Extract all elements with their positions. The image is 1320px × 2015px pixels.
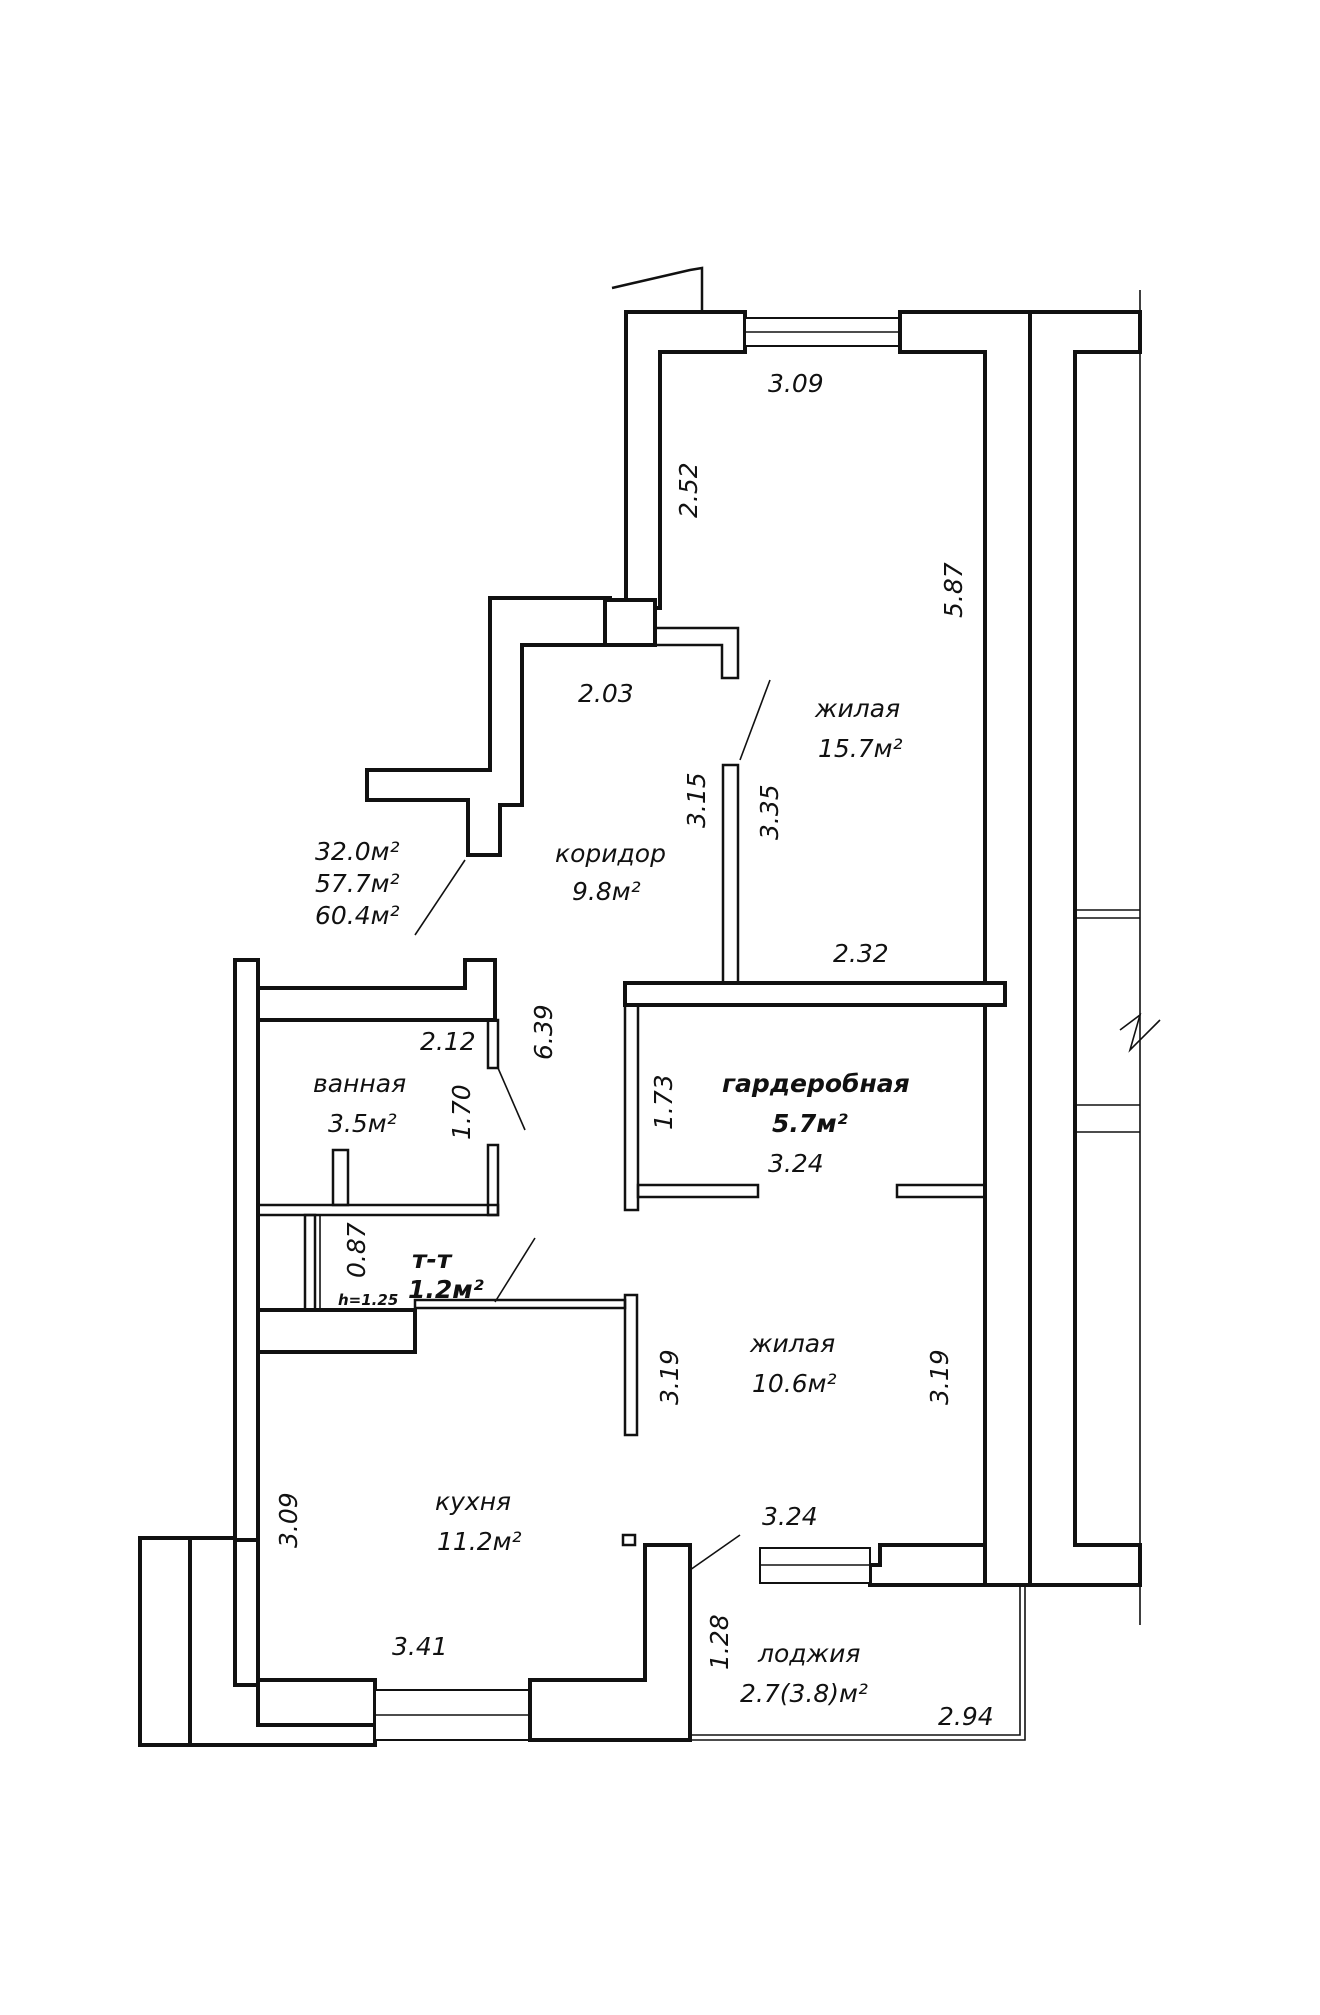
bathroom-name: ванная	[313, 1069, 406, 1098]
door-toilet	[494, 1237, 536, 1303]
bath-partition-stub	[331, 1148, 350, 1207]
kitchen-bottom-right-pier	[528, 1543, 692, 1742]
dim-corridor-side: 3.15	[682, 772, 711, 828]
kitchen-top-wall	[256, 1308, 417, 1354]
dim-kitchen-width: 3.41	[392, 1632, 448, 1661]
bath-top-wall	[256, 958, 497, 1022]
dimension-labels: 3.09 2.52 5.87 2.03 3.15 3.35 2.32 6.39 …	[274, 369, 994, 1731]
dim-corridor-top: 2.03	[578, 679, 634, 708]
dim-living-large-side: 3.35	[755, 784, 784, 840]
loggia-railing-inner	[690, 1585, 1021, 1736]
kitchen-bottom-left-pier	[256, 1678, 377, 1727]
column-top	[603, 598, 657, 647]
bath-toilet-wall	[256, 1203, 500, 1217]
wall-wardrobe-top	[623, 981, 1007, 1007]
kitchen-name: кухня	[435, 1487, 511, 1516]
partition-stub	[655, 626, 740, 680]
toilet-left-partition	[303, 1213, 317, 1312]
dim-living-large-length: 5.87	[939, 562, 968, 618]
living-small-name: жилая	[749, 1329, 835, 1358]
dim-corridor-length: 6.39	[529, 1004, 558, 1060]
toilet-area: 1.2м²	[408, 1275, 484, 1304]
right-wall	[898, 310, 1032, 1587]
room-labels: жилая 15.7м² коридор 9.8м² гардеробная 5…	[313, 694, 910, 1708]
facade-wall	[1028, 310, 1142, 1587]
kitchen-door-stub	[621, 1533, 637, 1547]
kitchen-area: 11.2м²	[437, 1527, 522, 1556]
partition-kitchen-living	[623, 1293, 639, 1437]
door-loggia	[689, 1534, 741, 1571]
dim-wardrobe-side: 1.73	[649, 1074, 678, 1130]
loggia-area: 2.7(3.8)м²	[740, 1679, 868, 1708]
dim-bath-width: 2.12	[420, 1027, 476, 1056]
door-living-large	[739, 679, 771, 761]
bath-door-jamb	[486, 1018, 500, 1070]
total-living-area: 32.0м²	[315, 837, 400, 866]
total-area: 57.7м²	[315, 869, 400, 898]
dim-living-small-width: 3.24	[762, 1502, 818, 1531]
partition-wardrobe-left	[623, 1003, 640, 1212]
bathroom-area: 3.5м²	[328, 1109, 397, 1138]
living-small-area: 10.6м²	[752, 1369, 837, 1398]
totals-leader	[414, 859, 466, 936]
corridor-stepped-wall	[365, 596, 612, 857]
toilet-height-note: h=1.25	[338, 1291, 398, 1309]
dim-living-large-width: 3.09	[768, 369, 824, 398]
dim-living-large-bottom: 2.32	[833, 939, 889, 968]
dim-toilet-depth: 0.87	[342, 1222, 371, 1278]
left-outer-wall	[233, 958, 260, 1542]
dim-kitchen-side: 3.09	[274, 1492, 303, 1548]
dim-living-small-left: 3.19	[655, 1349, 684, 1405]
corridor-name: коридор	[555, 839, 666, 868]
partition-wardrobe-bottom-right	[895, 1183, 987, 1199]
wardrobe-area: 5.7м²	[772, 1109, 848, 1138]
dim-living-small-right: 3.19	[925, 1349, 954, 1405]
dim-upper-side: 2.52	[674, 462, 703, 518]
living-large-area: 15.7м²	[818, 734, 903, 763]
toilet-name: т-т	[412, 1245, 453, 1274]
kitchen-left-wall	[233, 1538, 260, 1692]
living-large-name: жилая	[814, 694, 900, 723]
dim-bath-depth: 1.70	[447, 1084, 476, 1140]
upper-left-wall	[624, 310, 747, 610]
corridor-area: 9.8м²	[572, 877, 641, 906]
dim-loggia-width: 2.94	[938, 1702, 994, 1731]
walls	[138, 266, 1161, 1747]
loggia-name: лоджия	[757, 1639, 860, 1668]
partition-wardrobe-bottom-left	[636, 1183, 760, 1199]
wardrobe-name: гардеробная	[722, 1069, 910, 1098]
door-bath	[497, 1067, 526, 1131]
living-small-bottom-wall	[868, 1543, 987, 1587]
partition-corridor-living	[721, 763, 740, 987]
loggia-railing-outer	[690, 1585, 1026, 1741]
dim-loggia-depth: 1.28	[705, 1614, 734, 1670]
dim-wardrobe-width: 3.24	[768, 1149, 824, 1178]
total-area-loggia: 60.4м²	[315, 901, 400, 930]
break-mark	[1119, 1012, 1161, 1053]
